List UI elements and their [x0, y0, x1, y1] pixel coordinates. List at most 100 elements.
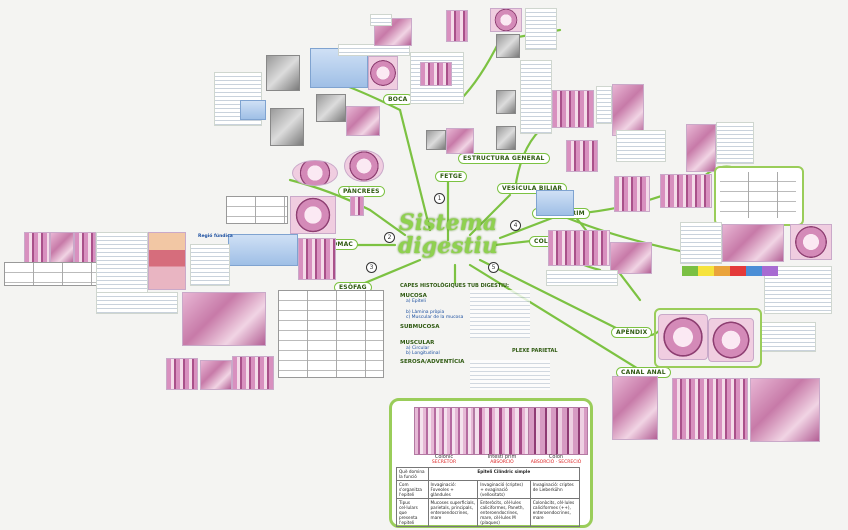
micrograph: [686, 124, 716, 172]
branch-fetge: FETGE: [435, 171, 468, 182]
notes-block: [96, 232, 148, 298]
central-title-line2: digestiu: [397, 233, 499, 259]
caption-intesti-prim: Intestí prim ABSORCIÓ: [472, 454, 532, 465]
color-key-bar: [682, 266, 778, 276]
number-badge: 3: [366, 262, 377, 273]
micrograph: [368, 56, 398, 90]
layer-mucosa-lamina: b) Làmina pròpia: [406, 310, 445, 315]
summary-table-frame: [714, 166, 804, 226]
photo-intesti-prim: [474, 407, 534, 455]
number-badge: 5: [488, 262, 499, 273]
stomach-regions-table: [4, 262, 98, 286]
stomach-table: [228, 234, 298, 266]
notes-block: [190, 244, 230, 286]
number-badge: 1: [434, 193, 445, 204]
micrograph: [200, 360, 232, 390]
micrograph: [496, 34, 520, 58]
label-regio-fundica: Regió fúndica: [198, 234, 233, 239]
micrograph: [548, 230, 610, 266]
caption-intesti-name: Intestí prim: [487, 454, 517, 460]
layer-mucosa-muscular: c) Muscular de la mucosa: [406, 315, 464, 320]
table-row2-a: Mucoses superficials, parietals, princip…: [427, 498, 479, 527]
link-apendix: [478, 258, 622, 332]
pancreas-table: [226, 196, 288, 224]
micrograph: [346, 106, 380, 136]
central-title: Sistema digestiu: [392, 212, 504, 268]
table-row2-c: Colonòcits, cèl·lules caliciformes (++),…: [529, 498, 581, 527]
micrograph: [612, 376, 658, 440]
table-header-left: Què domina la funció: [396, 467, 429, 481]
caption-colon-tag: ABSORCIÓ · SECRECIÓ: [530, 460, 582, 465]
comparison-table: Què domina la funció Epiteli Cilíndric s…: [396, 467, 581, 527]
micrograph: [50, 232, 74, 264]
layer-serosa: SEROSA/ADVENTÍCIA: [400, 359, 465, 365]
micrograph: [420, 62, 452, 86]
esophagus-table: [278, 290, 384, 378]
caption-colonic-name: Colònic: [434, 454, 454, 460]
photo-colonic: [414, 407, 474, 455]
link-esofag: [358, 258, 422, 287]
stomach-wall-diagram: [148, 232, 186, 290]
layer-muscular: MUSCULAR: [400, 340, 435, 346]
plexe-notes-text: [470, 360, 550, 390]
layer-mucosa-epiteli: a) Epiteli: [406, 299, 426, 304]
notes-block: [525, 8, 557, 50]
micrograph: [672, 378, 748, 440]
micrograph: [446, 128, 474, 154]
plexe-parietal-label: PLEXE PARIETAL: [512, 348, 558, 354]
link-canal-anal: [468, 263, 642, 372]
notes-block: [680, 222, 722, 264]
link-pancrees: [368, 208, 407, 237]
notes-block: [716, 122, 754, 164]
micrograph: [166, 358, 198, 390]
branch-estructura-general: ESTRUCTURA GENERAL: [458, 153, 550, 164]
layer-submucosa: SUBMUCOSA: [400, 324, 440, 330]
caption-colonic: Colònic SECRETOR: [414, 454, 474, 465]
notes-block: [764, 266, 832, 314]
micrograph: [490, 8, 522, 32]
micrograph: [298, 238, 336, 280]
micrograph: [552, 90, 594, 128]
layers-title: CAPES HISTOLÒGIQUES TUB DIGESTIU:: [400, 283, 510, 289]
micrograph: [614, 176, 650, 212]
layers-notes: CAPES HISTOLÒGIQUES TUB DIGESTIU: MUCOSA…: [400, 283, 520, 365]
micrograph: [24, 232, 50, 264]
notes-block: [96, 292, 178, 314]
notes-block: [596, 86, 612, 124]
micrograph: [266, 55, 300, 91]
micrograph-appendix: [708, 318, 754, 362]
micrograph: [790, 224, 832, 260]
micrograph: [750, 378, 820, 442]
notes-block: [546, 270, 618, 286]
micrograph-appendix: [658, 314, 708, 360]
layer-mucosa: MUCOSA: [400, 293, 427, 299]
branch-boca: BOCA: [383, 94, 413, 105]
number-badge: 4: [510, 220, 521, 231]
table-header-right: Epiteli Cilíndric simple: [427, 467, 581, 481]
table-row1-a: Invaginació: Foveoles + glàndules: [427, 480, 479, 499]
micrograph: [496, 126, 516, 150]
micrograph: [316, 94, 346, 122]
notes-block: [616, 130, 666, 162]
table-row2-b: Enteròcits, cèl·lules caliciformes, Pane…: [477, 498, 531, 527]
layer-muscular-longitudinal: b) Longitudinal: [406, 351, 440, 356]
table-row2-label: Tipus cel·lulars que presenta l'epiteli: [396, 498, 429, 527]
table-row1-label: Com s'organitza l'epiteli: [396, 480, 429, 499]
caption-intesti-tag: ABSORCIÓ: [490, 460, 514, 465]
micrograph: [290, 196, 336, 234]
micrograph: [232, 356, 274, 390]
table-row1-b: Invaginació (criptes) + evaginació (vell…: [477, 480, 531, 499]
layers-notes-text: [470, 290, 530, 338]
notes-block: [520, 60, 552, 134]
micrograph: [496, 90, 516, 114]
photo-colon: [528, 407, 588, 455]
branch-vesicula: VESÍCULA BILIAR: [497, 183, 568, 194]
caption-colonic-tag: SECRETOR: [431, 460, 457, 465]
micrograph: [350, 196, 364, 216]
appendix-frame: [654, 308, 762, 368]
micrograph: [270, 108, 304, 146]
table-row1-c: Invaginació: criptes de Lieberkühn: [529, 480, 581, 499]
notes-block: [760, 322, 816, 352]
pancreas-illustration: [344, 150, 384, 182]
diagram-image: [240, 100, 266, 120]
